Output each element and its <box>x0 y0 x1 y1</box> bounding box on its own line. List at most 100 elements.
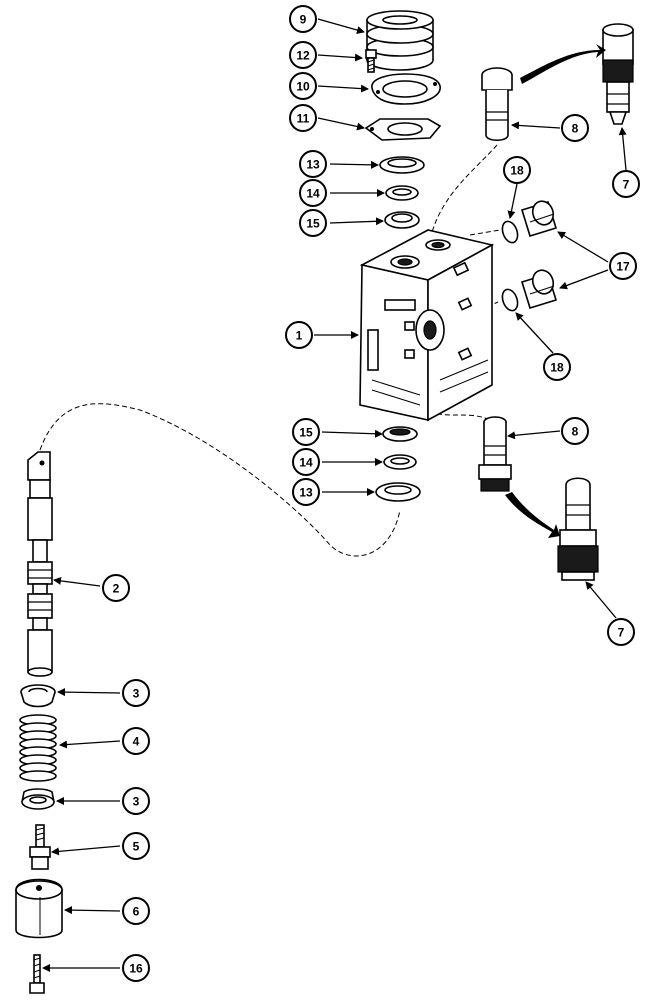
spring <box>19 714 57 782</box>
leader-18a <box>507 183 518 219</box>
o-ring-lower <box>501 288 519 312</box>
svg-text:18: 18 <box>510 164 524 178</box>
svg-text:10: 10 <box>296 80 310 94</box>
washer-lower <box>383 454 417 470</box>
svg-text:12: 12 <box>296 49 310 63</box>
svg-text:1: 1 <box>296 329 303 343</box>
svg-text:18: 18 <box>550 361 564 375</box>
washer-upper <box>385 185 419 201</box>
relief-valve-cartridge-upper <box>481 67 513 142</box>
svg-text:17: 17 <box>616 260 630 274</box>
leader-2 <box>53 576 101 587</box>
cap-screw <box>29 954 45 994</box>
port-path-upper <box>469 229 501 236</box>
leader-7a <box>618 127 627 171</box>
callout-9: 9 <box>289 5 317 33</box>
seal-upper <box>384 211 420 229</box>
svg-text:8: 8 <box>572 122 579 136</box>
leader-15b <box>321 429 383 438</box>
curved-arrow-upper <box>520 44 606 84</box>
callout-14-lower: 14 <box>292 448 320 476</box>
callout-8-lower: 8 <box>561 417 589 445</box>
spool-assembly-path <box>39 403 401 557</box>
svg-text:8: 8 <box>572 425 579 439</box>
callout-10: 10 <box>289 72 317 100</box>
gasket <box>364 118 442 141</box>
callout-1: 1 <box>285 321 313 349</box>
callout-8-upper: 8 <box>561 114 589 142</box>
callout-12: 12 <box>289 41 317 69</box>
snap-ring-upper <box>379 156 425 174</box>
plug-lower <box>521 269 557 309</box>
svg-text:13: 13 <box>306 158 320 172</box>
relief-valve-cartridge-lower <box>478 416 512 492</box>
svg-text:11: 11 <box>297 112 310 126</box>
o-ring-upper <box>501 220 519 244</box>
leader-9 <box>317 18 365 34</box>
leader-12 <box>317 53 363 62</box>
relief-valve-path-upper <box>429 144 498 241</box>
callout-7-upper: 7 <box>612 170 640 198</box>
svg-text:7: 7 <box>618 626 625 640</box>
leader-7b <box>585 581 617 619</box>
callout-16: 16 <box>122 954 150 982</box>
svg-text:6: 6 <box>133 905 140 919</box>
leader-4 <box>59 740 121 749</box>
leader-18b <box>515 312 554 354</box>
callout-18-upper: 18 <box>503 156 531 184</box>
svg-text:16: 16 <box>129 962 143 976</box>
svg-text:13: 13 <box>299 486 313 500</box>
spring-seat-upper <box>20 684 56 708</box>
callout-3-upper: 3 <box>122 679 150 707</box>
leader-5 <box>51 845 121 856</box>
small-screw <box>365 49 377 73</box>
svg-text:7: 7 <box>623 178 630 192</box>
leader-10 <box>317 84 369 93</box>
callout-17: 17 <box>609 252 637 280</box>
leader-3a <box>57 688 121 697</box>
callout-13-upper: 13 <box>299 150 327 178</box>
leader-11 <box>317 117 365 131</box>
leader-15a <box>329 217 384 226</box>
svg-text:3: 3 <box>133 687 140 701</box>
callout-13-lower: 13 <box>292 478 320 506</box>
callout-6: 6 <box>122 897 150 925</box>
relief-valve-lower <box>557 477 599 581</box>
callout-18-lower: 18 <box>543 353 571 381</box>
seal-stack <box>366 10 434 71</box>
callout-5: 5 <box>122 832 150 860</box>
svg-text:15: 15 <box>306 217 320 231</box>
end-cap <box>15 878 63 939</box>
svg-text:4: 4 <box>133 735 140 749</box>
svg-text:14: 14 <box>306 187 320 201</box>
svg-text:14: 14 <box>299 456 313 470</box>
callout-7-lower: 7 <box>607 618 635 646</box>
snap-ring-lower <box>375 482 421 502</box>
callout-4: 4 <box>122 727 150 755</box>
leader-17a <box>557 231 609 263</box>
callout-2: 2 <box>102 574 130 602</box>
svg-text:5: 5 <box>133 840 140 854</box>
bolt <box>29 824 51 870</box>
leader-8a <box>511 121 561 130</box>
relief-valve-upper <box>602 23 634 125</box>
curved-arrow-lower <box>505 492 560 538</box>
leader-17b <box>559 269 609 290</box>
svg-text:15: 15 <box>299 426 313 440</box>
callout-11: 11 <box>289 104 317 132</box>
svg-text:9: 9 <box>300 13 307 27</box>
leader-6 <box>64 906 121 915</box>
plug-upper <box>521 200 557 237</box>
svg-text:3: 3 <box>133 795 140 809</box>
valve-body <box>359 229 495 422</box>
callout-14-upper: 14 <box>299 179 327 207</box>
callout-3-lower: 3 <box>122 787 150 815</box>
callout-15-upper: 15 <box>299 209 327 237</box>
callout-15-lower: 15 <box>292 418 320 446</box>
leader-8b <box>507 430 561 440</box>
seal-lower <box>382 426 418 442</box>
svg-text:2: 2 <box>113 582 120 596</box>
cover-plate <box>371 73 441 105</box>
leader-13a <box>329 160 379 169</box>
